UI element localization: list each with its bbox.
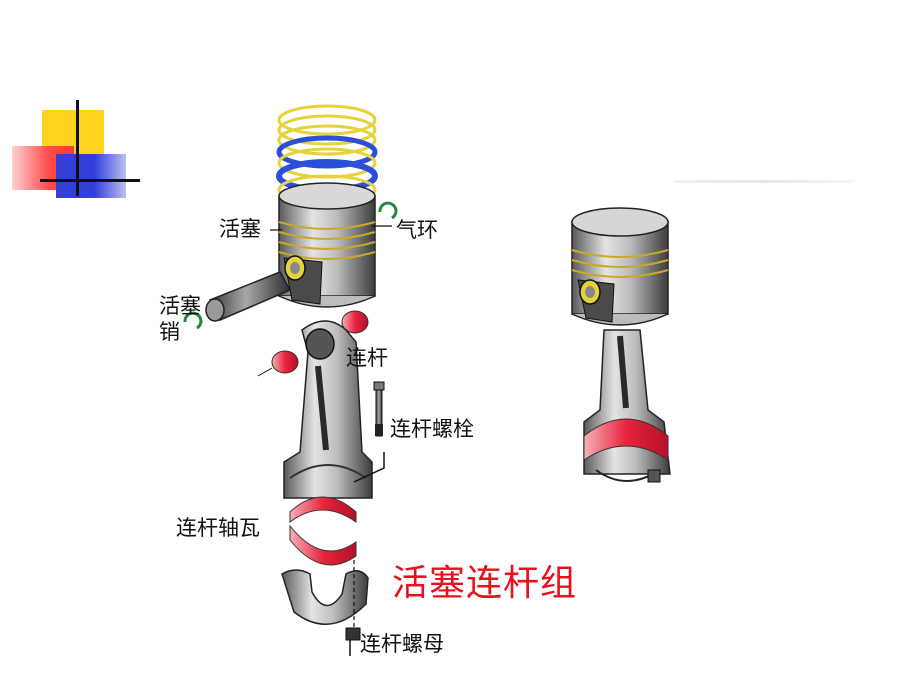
label-rod-nut: 连杆螺母: [360, 632, 444, 656]
label-gas-ring: 气环: [396, 218, 438, 242]
circlips: [183, 201, 398, 330]
deco-vertical-line: [76, 100, 79, 196]
assembled-piston-rod: [571, 207, 671, 483]
rod-cap: [281, 560, 369, 640]
small-end-bushings: [257, 310, 369, 377]
rod-nut: [345, 627, 361, 656]
label-rod-bolt: 连杆螺栓: [390, 417, 474, 441]
label-piston: 活塞: [219, 217, 261, 241]
deco-faint-rule: [674, 180, 854, 183]
connecting-rod: [283, 320, 373, 499]
piston-pin: [205, 271, 292, 322]
piston-rings: [276, 104, 378, 206]
label-piston-pin-line2: 销: [159, 320, 180, 344]
rod-bearing-shells: [289, 496, 357, 566]
deco-blue-square: [56, 154, 126, 198]
label-rod-bearing: 连杆轴瓦: [176, 516, 260, 540]
piston: [278, 182, 376, 308]
diagram-title: 活塞连杆组: [392, 563, 578, 604]
rod-bolt: [353, 381, 385, 483]
label-piston-pin-line1: 活塞: [159, 294, 201, 318]
deco-horizontal-line: [40, 179, 140, 182]
label-connecting-rod: 连杆: [346, 346, 388, 370]
leader-lines: [270, 225, 392, 231]
